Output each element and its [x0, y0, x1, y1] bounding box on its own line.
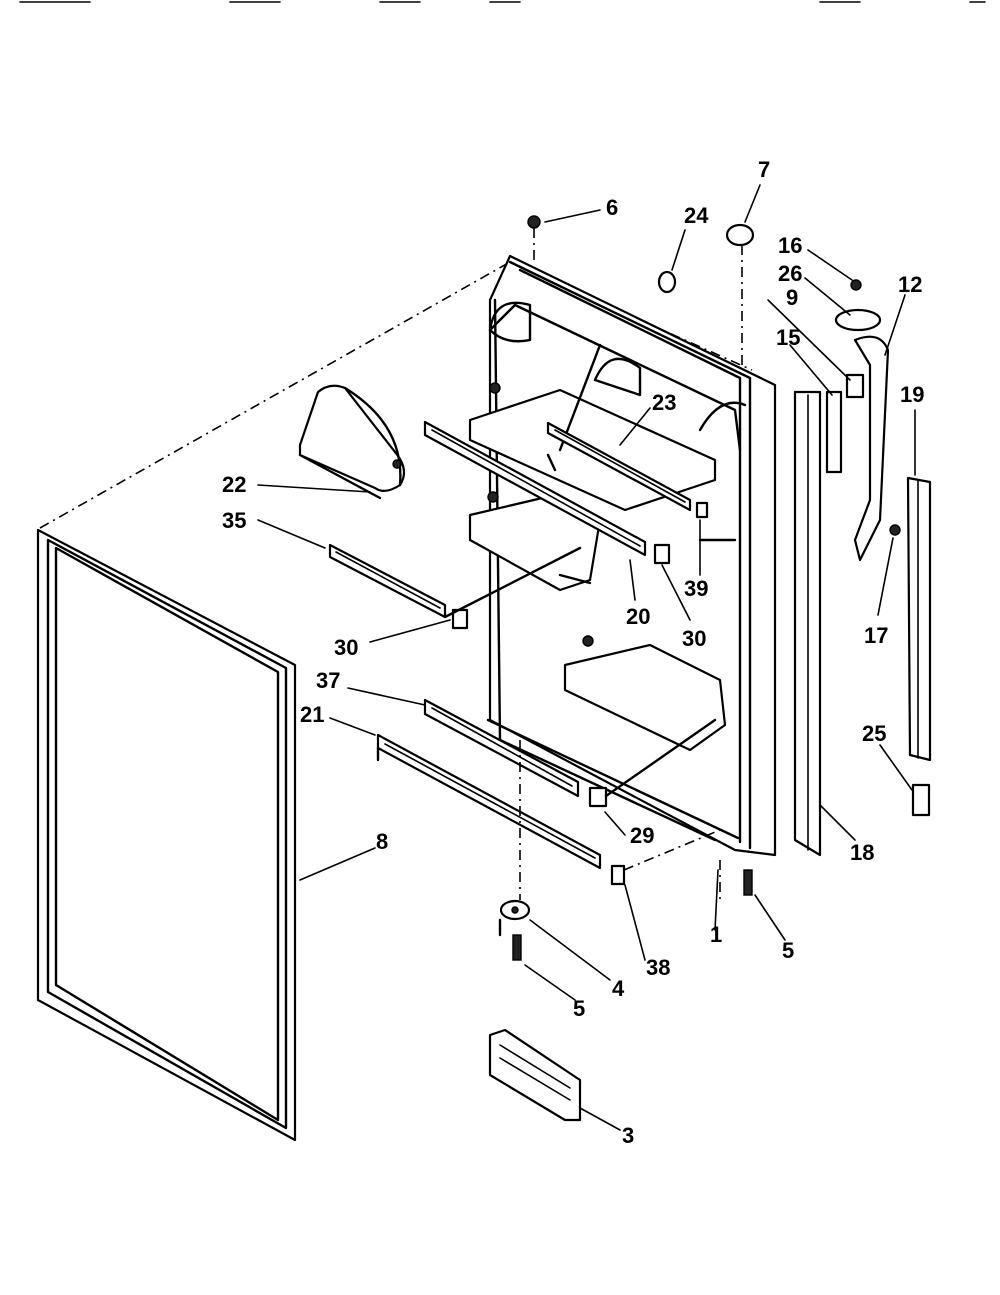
shelf-rail-part-37 [423, 698, 580, 798]
callout-20: 20 [626, 604, 650, 629]
callout-6: 6 [606, 195, 618, 220]
clip-part-29 [588, 718, 717, 808]
callout-5-left: 5 [573, 996, 585, 1021]
callout-29: 29 [630, 823, 654, 848]
shelf-rail-part-20 [423, 420, 647, 557]
callout-18: 18 [850, 840, 874, 865]
callout-9: 9 [786, 285, 798, 310]
callout-3: 3 [622, 1123, 634, 1148]
callout-24: 24 [684, 203, 709, 228]
callout-38: 38 [646, 955, 670, 980]
callout-22: 22 [222, 472, 246, 497]
shelf-rail-part-21 [376, 733, 602, 870]
clip-part-30-right [653, 501, 709, 565]
shelf-rail-part-35 [328, 543, 447, 619]
door-gasket-part-8 [36, 528, 297, 1142]
callout-8: 8 [376, 829, 388, 854]
leader-lines [257, 184, 916, 1131]
door-trim-part-19 [906, 476, 932, 817]
handle-assembly [825, 279, 901, 562]
callout-15: 15 [776, 325, 800, 350]
kickplate-part-3 [488, 1028, 582, 1122]
callout-12: 12 [898, 272, 922, 297]
callout-19: 19 [900, 382, 924, 407]
callout-7: 7 [758, 157, 770, 182]
shelf-rail-part-23 [546, 421, 692, 512]
door-trim-part-18 [793, 390, 822, 857]
door-liner-part-1 [468, 254, 777, 857]
callout-4: 4 [612, 976, 625, 1001]
callout-23: 23 [652, 390, 676, 415]
bottom-hinge-part-4 [498, 740, 531, 961]
callout-30-left: 30 [334, 635, 358, 660]
callout-35: 35 [222, 508, 246, 533]
callout-39: 39 [684, 576, 708, 601]
dairy-bin-part-22 [298, 384, 406, 500]
callout-labels: 6 24 7 16 26 12 9 15 19 23 22 35 39 20 3… [222, 157, 924, 1148]
clip-part-38 [610, 829, 721, 886]
callout-1: 1 [710, 922, 722, 947]
callout-26: 26 [778, 261, 802, 286]
callout-25: 25 [862, 721, 886, 746]
callout-30-right: 30 [682, 626, 706, 651]
callout-16: 16 [778, 233, 802, 258]
clip-part-30-left [443, 546, 582, 630]
callout-21: 21 [300, 702, 324, 727]
callout-17: 17 [864, 623, 888, 648]
callout-37: 37 [316, 668, 340, 693]
callout-5-right: 5 [782, 938, 794, 963]
fasteners [527, 215, 755, 900]
